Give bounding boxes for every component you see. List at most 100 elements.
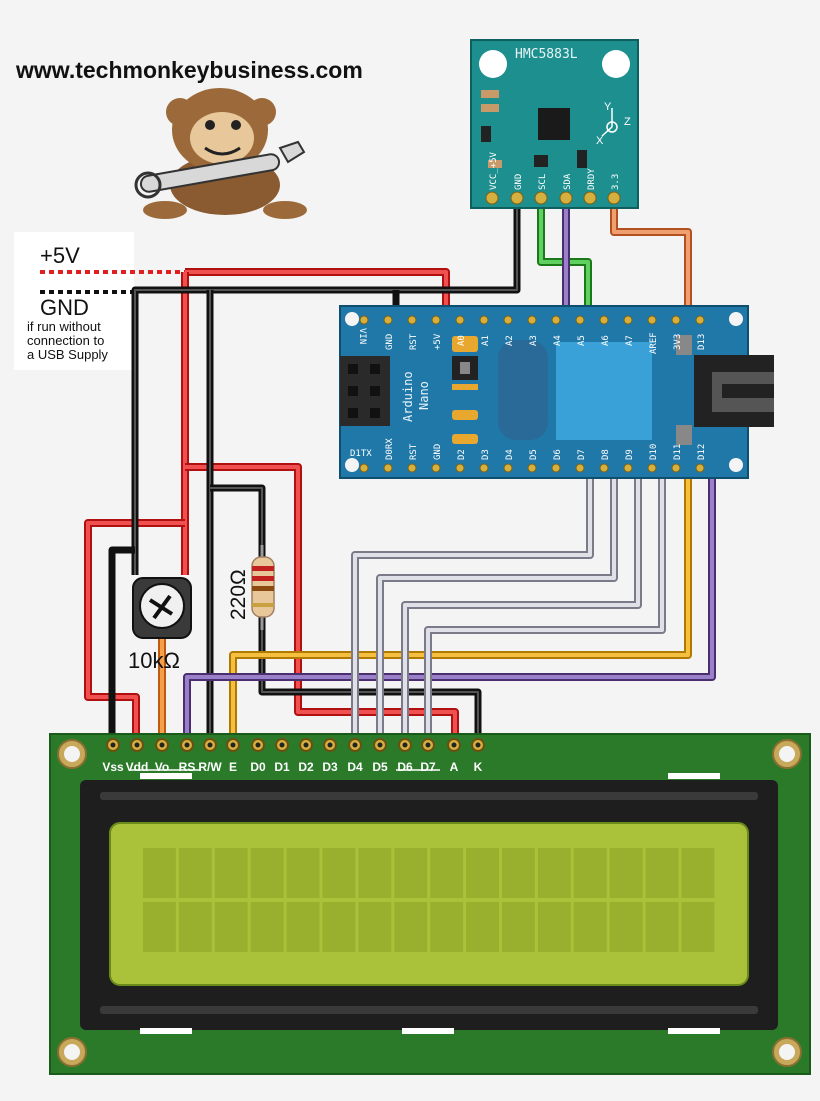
arduino-bottom-pin-label: D5: [529, 449, 539, 460]
lcd-pin-label: D7: [420, 760, 436, 774]
icsp-header: [340, 356, 390, 426]
arduino-top-pins: [359, 315, 705, 325]
lcd-pin-hole: [207, 742, 213, 748]
arduino-top-pin-label: AREF: [649, 332, 659, 354]
lcd-char-cell: [609, 848, 643, 898]
potentiometer[interactable]: [132, 577, 192, 639]
lcd-char-cell: [394, 848, 428, 898]
wires: [84, 200, 716, 742]
lcd-pin-hole: [352, 742, 358, 748]
arduino-name-line1: Arduino: [401, 371, 415, 422]
sensor-pin-label: SCL: [538, 174, 548, 190]
lcd-pin-label: D0: [250, 760, 266, 774]
lcd-pin-hole: [475, 742, 481, 748]
lcd-pin-hole: [159, 742, 165, 748]
sensor-pin-label: VCC_+5V: [489, 151, 499, 190]
arduino-bottom-pin-label: D8: [601, 449, 611, 460]
arduino-bottom-pins: [359, 463, 705, 473]
lcd-pin-label: D5: [372, 760, 388, 774]
sensor-pin-label: SDA: [563, 173, 573, 190]
legend-note-line1: if run without: [27, 319, 101, 334]
lcd-pin-label: Vo: [155, 760, 169, 774]
sensor-pins: [485, 191, 621, 205]
resistor: [251, 545, 275, 630]
lcd-char-cell: [681, 902, 715, 952]
usb-chip: [498, 340, 548, 440]
lcd-char-cell: [645, 902, 679, 952]
lcd-char-cell: [537, 902, 571, 952]
plus5v-label: +5V: [40, 243, 80, 268]
lcd-pin-label: A: [450, 760, 459, 774]
arduino-top-pin-label: GND: [385, 334, 395, 350]
lcd-pin-hole: [327, 742, 333, 748]
lcd-pin-hole: [110, 742, 116, 748]
lcd-char-cell: [214, 848, 248, 898]
lcd-pin-label: Vdd: [126, 760, 149, 774]
lcd-char-cell: [322, 848, 356, 898]
axis-z-label: Z: [624, 116, 631, 128]
lcd-pin-hole: [279, 742, 285, 748]
arduino-bottom-pin-label: D9: [625, 449, 635, 460]
arduino-top-pin-label: A1: [481, 335, 491, 346]
lcd-char-cell: [609, 902, 643, 952]
lcd-pin-label: D3: [322, 760, 338, 774]
lcd-pin-label: R/W: [198, 760, 222, 774]
arduino-bottom-pin-label: D7: [577, 449, 587, 460]
arduino-top-pin-label: VIN: [357, 328, 367, 344]
arduino-name-line2: Nano: [417, 381, 431, 410]
arduino-bottom-pin-label: GND: [433, 444, 443, 460]
arduino-nano-board: Arduino Nano VIN GND RST +5V A0: [339, 305, 774, 479]
arduino-bottom-pin-label: D10: [649, 444, 659, 460]
lcd-char-cell: [250, 848, 284, 898]
lcd-char-cell: [286, 902, 320, 952]
axis-indicator-icon: [601, 108, 618, 137]
lcd-pin-label: D6: [397, 760, 413, 774]
lcd-pin-label: D2: [298, 760, 314, 774]
lcd-pin-label: Vss: [102, 760, 124, 774]
arduino-top-pin-labels: VIN GND RST +5V A0 A1 A2 A3 A4 A5 A6 A7 …: [357, 328, 707, 354]
lcd-char-cell: [573, 848, 607, 898]
lcd-char-cell: [430, 848, 464, 898]
axis-y-label: Y: [604, 101, 612, 113]
lcd-pin-label: K: [474, 760, 483, 774]
lcd-char-cell: [178, 902, 212, 952]
arduino-top-pin-label: A2: [505, 335, 515, 346]
lcd-char-cell: [502, 902, 535, 952]
lcd-pin-hole: [451, 742, 457, 748]
legend-note-line3: a USB Supply: [27, 347, 108, 362]
lcd-character-grid: [143, 848, 715, 952]
sensor-pin-label: DRDY: [587, 168, 597, 190]
arduino-top-pin-label: RST: [409, 333, 419, 350]
lcd-pin-hole: [184, 742, 190, 748]
lcd-char-cell: [143, 848, 176, 898]
monkey-mascot-icon: [134, 88, 307, 219]
website-title: www.techmonkeybusiness.com: [15, 57, 363, 83]
arduino-bottom-pin-label: D12: [697, 444, 707, 460]
arduino-bottom-pin-label: D3: [481, 449, 491, 460]
lcd-pin-hole: [230, 742, 236, 748]
lcd-pin-label: D1: [274, 760, 290, 774]
power-legend: +5V GND if run without connection to a U…: [14, 232, 185, 370]
lcd-char-cell: [178, 848, 212, 898]
lcd-char-cell: [286, 848, 320, 898]
lcd-char-cell: [214, 902, 248, 952]
lcd-pin-hole: [255, 742, 261, 748]
arduino-top-pin-label: A7: [625, 335, 635, 346]
axis-x-label: X: [596, 135, 604, 147]
lcd-pin-label: D4: [347, 760, 363, 774]
lcd-pin-hole: [303, 742, 309, 748]
pot-knob-icon: [148, 594, 174, 620]
lcd-char-cell: [573, 902, 607, 952]
sensor-pin-labels: VCC_+5V GND SCL SDA DRDY 3.3: [489, 151, 621, 190]
arduino-bottom-pin-label: D11: [673, 444, 683, 460]
arduino-bottom-pin-labels: D0RX RST GND D2 D3 D4 D5 D6 D7 D8 D9 D10…: [385, 438, 707, 460]
arduino-top-pin-label: A6: [601, 335, 611, 346]
arduino-top-pin-label: 3V3: [673, 334, 683, 350]
gnd-label: GND: [40, 295, 89, 320]
arduino-bottom-pin-label: D6: [553, 449, 563, 460]
lcd-char-cell: [502, 848, 535, 898]
lcd-char-cell: [394, 902, 428, 952]
